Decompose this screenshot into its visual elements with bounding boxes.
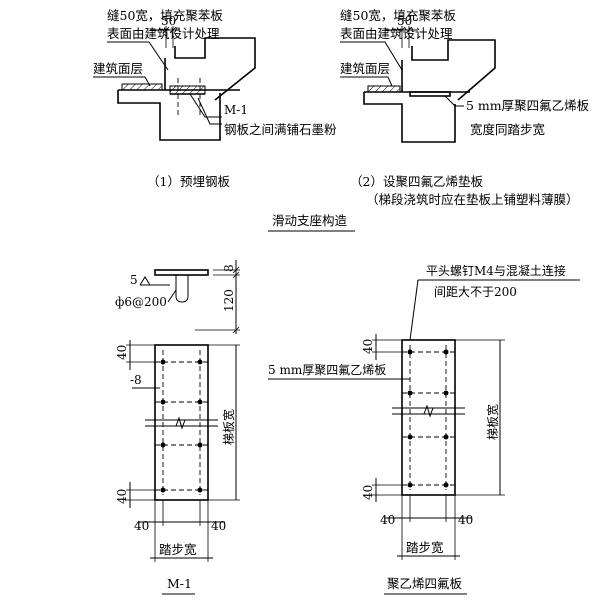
d2-support-beam bbox=[363, 92, 456, 143]
ptfe-screw-point bbox=[407, 434, 413, 440]
m1-bar-spec: ф6@200 bbox=[115, 295, 167, 309]
m1-dim-right: 40 bbox=[211, 519, 226, 533]
ptfe-dim-right: 40 bbox=[458, 513, 473, 527]
d1-dim-gap: 50 bbox=[161, 14, 176, 28]
m1-anchor-point bbox=[160, 399, 166, 405]
ptfe-plate-detail: 平头螺钉M4与混凝土连接 间距大不于200 5 mm厚聚四氟乙烯板 40 40 bbox=[268, 263, 580, 595]
d1-label-fill: 钢板之间满铺石墨粉 bbox=[224, 122, 337, 137]
d2-finish-layer bbox=[367, 85, 401, 93]
d2-note-leader bbox=[340, 41, 403, 71]
ptfe-screw-point bbox=[443, 482, 449, 488]
detail-2-ptfe-pad: 缝50宽，填充聚苯板 表面由建筑设计处理 50 建筑面层 5 mm厚聚四氟乙烯板… bbox=[340, 8, 590, 207]
ptfe-screw-point bbox=[407, 482, 413, 488]
m1-anchor-point bbox=[160, 359, 166, 365]
m1-anchor-point bbox=[160, 487, 166, 493]
d1-stair-profile bbox=[174, 37, 256, 101]
ptfe-dim-edge-bottom: 40 bbox=[361, 485, 375, 500]
ptfe-dim-edge-top: 40 bbox=[361, 339, 375, 354]
m1-anchor-point bbox=[197, 487, 203, 493]
d1-label-finish: 建筑面层 bbox=[93, 61, 143, 76]
d2-stair-profile bbox=[411, 39, 496, 101]
m1-plate-plan bbox=[154, 344, 209, 501]
d1-note-gap: 缝50宽，填充聚苯板 bbox=[107, 8, 223, 23]
d2-caption-note: （梯段浇筑时应在垫板上铺塑料薄膜） bbox=[366, 192, 579, 207]
ptfe-screw-point bbox=[443, 349, 449, 355]
ptfe-label-screw: 平头螺钉M4与混凝土连接 bbox=[426, 263, 566, 278]
m1-plate-detail: 5 ф6@200 8 120 -8 bbox=[115, 260, 240, 595]
ptfe-dim-left: 40 bbox=[380, 513, 395, 527]
ptfe-screw-point bbox=[443, 434, 449, 440]
m1-weld-size: 5 bbox=[130, 273, 138, 287]
d2-ptfe-pad bbox=[409, 91, 451, 97]
d1-support-beam bbox=[117, 90, 221, 141]
m1-dim-width: 踏步宽 bbox=[159, 542, 197, 557]
ptfe-screw-point bbox=[443, 390, 449, 396]
m1-dim-left: 40 bbox=[134, 519, 149, 533]
m1-plate-thickness: -8 bbox=[130, 373, 142, 387]
m1-anchor-point bbox=[197, 442, 203, 448]
d2-caption: （2）设聚四氟乙烯垫板 bbox=[350, 174, 483, 189]
m1-dim-edge-bottom: 40 bbox=[115, 489, 129, 504]
ptfe-label-pad: 5 mm厚聚四氟乙烯板 bbox=[268, 363, 386, 377]
ptfe-dim-width: 踏步宽 bbox=[406, 540, 444, 555]
m1-dim-anchor: 120 bbox=[222, 289, 236, 312]
m1-caption: M-1 bbox=[167, 576, 192, 591]
ptfe-plate-plan bbox=[401, 339, 456, 496]
d1-caption: （1）预埋钢板 bbox=[147, 174, 230, 189]
m1-anchor-point bbox=[160, 442, 166, 448]
d2-note-gap: 缝50宽，填充聚苯板 bbox=[340, 8, 456, 23]
d1-note-surface: 表面由建筑设计处理 bbox=[107, 26, 220, 41]
m1-dim-thk: 8 bbox=[222, 264, 236, 272]
ptfe-screw-point bbox=[407, 349, 413, 355]
ptfe-caption: 聚乙烯四氟板 bbox=[387, 576, 463, 591]
detail-1-embedded-plate: 缝50宽，填充聚苯板 表面由建筑设计处理 50 建筑面层 M-1 钢板之间满铺石… bbox=[93, 8, 337, 189]
d2-label-width: 宽度同踏步宽 bbox=[470, 122, 545, 137]
m1-dim-edge-top: 40 bbox=[115, 345, 129, 360]
d1-label-part: M-1 bbox=[224, 103, 248, 117]
ptfe-dim-length: 梯板宽 bbox=[485, 404, 500, 440]
ptfe-label-spacing: 间距大不于200 bbox=[434, 285, 517, 299]
ptfe-break-mark bbox=[423, 404, 434, 418]
top-section-caption: 滑动支座构造 bbox=[272, 213, 348, 228]
m1-anchor-point bbox=[197, 399, 203, 405]
m1-break-mark bbox=[175, 416, 186, 430]
d2-label-pad: 5 mm厚聚四氟乙烯板 bbox=[466, 98, 590, 113]
m1-plate-edge bbox=[154, 269, 209, 276]
d1-note-leader bbox=[107, 41, 169, 71]
m1-anchor-bar bbox=[175, 275, 189, 303]
d2-label-finish: 建筑面层 bbox=[340, 61, 390, 76]
ptfe-screw-point bbox=[407, 390, 413, 396]
d1-finish-layer bbox=[121, 83, 163, 91]
m1-anchor-point bbox=[197, 359, 203, 365]
m1-dim-length: 梯板宽 bbox=[221, 409, 236, 445]
d2-dim-gap: 50 bbox=[397, 14, 412, 28]
d2-note-surface: 表面由建筑设计处理 bbox=[340, 26, 453, 41]
